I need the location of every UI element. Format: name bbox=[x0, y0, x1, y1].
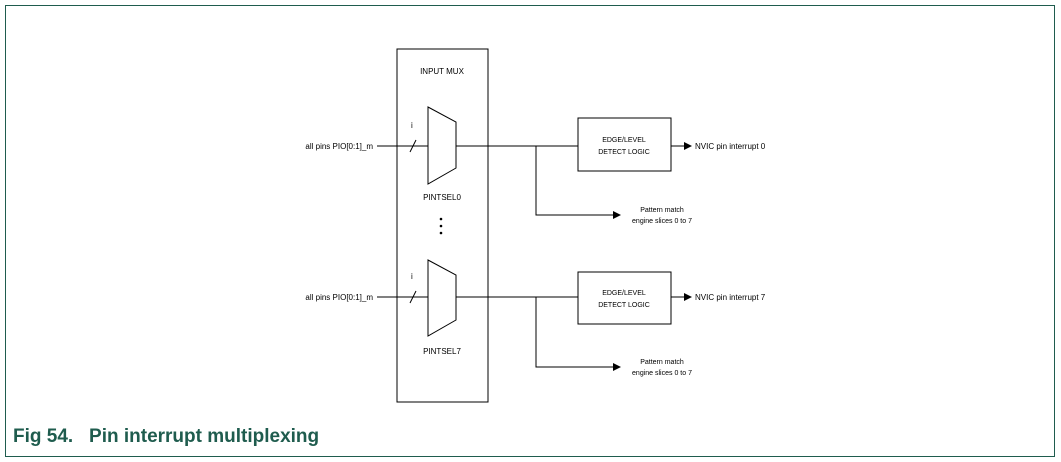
ellipsis-dots bbox=[439, 217, 443, 235]
nvic-label-0: NVIC pin interrupt 0 bbox=[695, 142, 766, 151]
input-mux-box bbox=[396, 48, 489, 403]
bus-label-7: i bbox=[411, 272, 413, 281]
pattern-branch-0 bbox=[535, 146, 621, 219]
input-label-7: all pins PIO[0:1]_m bbox=[305, 293, 373, 302]
input-mux-title: INPUT MUX bbox=[420, 67, 465, 76]
edge-level-detect-block-0 bbox=[577, 117, 672, 172]
figure-frame bbox=[5, 5, 1055, 457]
input-label-0: all pins PIO[0:1]_m bbox=[305, 142, 373, 151]
detect-label-line1-7: EDGE/LEVEL bbox=[602, 290, 646, 297]
pintsel-label-7: PINTSEL7 bbox=[423, 347, 461, 356]
pintsel-label-0: PINTSEL0 bbox=[423, 193, 461, 202]
edge-level-detect-block-7 bbox=[577, 271, 672, 325]
pattern-label-line2-7: engine slices 0 to 7 bbox=[632, 370, 692, 377]
multiplexer-7 bbox=[427, 259, 457, 337]
nvic-label-7: NVIC pin interrupt 7 bbox=[695, 293, 766, 302]
bus-slash-0 bbox=[409, 139, 417, 153]
pattern-label-line1-7: Pattern match bbox=[640, 359, 684, 366]
bus-label-0: i bbox=[411, 121, 413, 130]
channel-7: all pins PIO[0:1]_m i PINTSEL7 EDGE/LEVE… bbox=[305, 259, 766, 377]
pattern-label-line1-0: Pattern match bbox=[640, 207, 684, 214]
detect-label-line2-0: DETECT LOGIC bbox=[598, 149, 650, 156]
pattern-label-line2-0: engine slices 0 to 7 bbox=[632, 218, 692, 225]
detect-label-line1-0: EDGE/LEVEL bbox=[602, 137, 646, 144]
multiplexer-0 bbox=[427, 106, 457, 185]
figure-caption: Fig 54. Pin interrupt multiplexing bbox=[13, 426, 320, 447]
detect-label-line2-7: DETECT LOGIC bbox=[598, 302, 650, 309]
channel-0: all pins PIO[0:1]_m i PINTSEL0 EDGE/LEVE… bbox=[305, 106, 766, 225]
bus-slash-7 bbox=[409, 290, 417, 304]
pattern-branch-7 bbox=[535, 297, 621, 371]
